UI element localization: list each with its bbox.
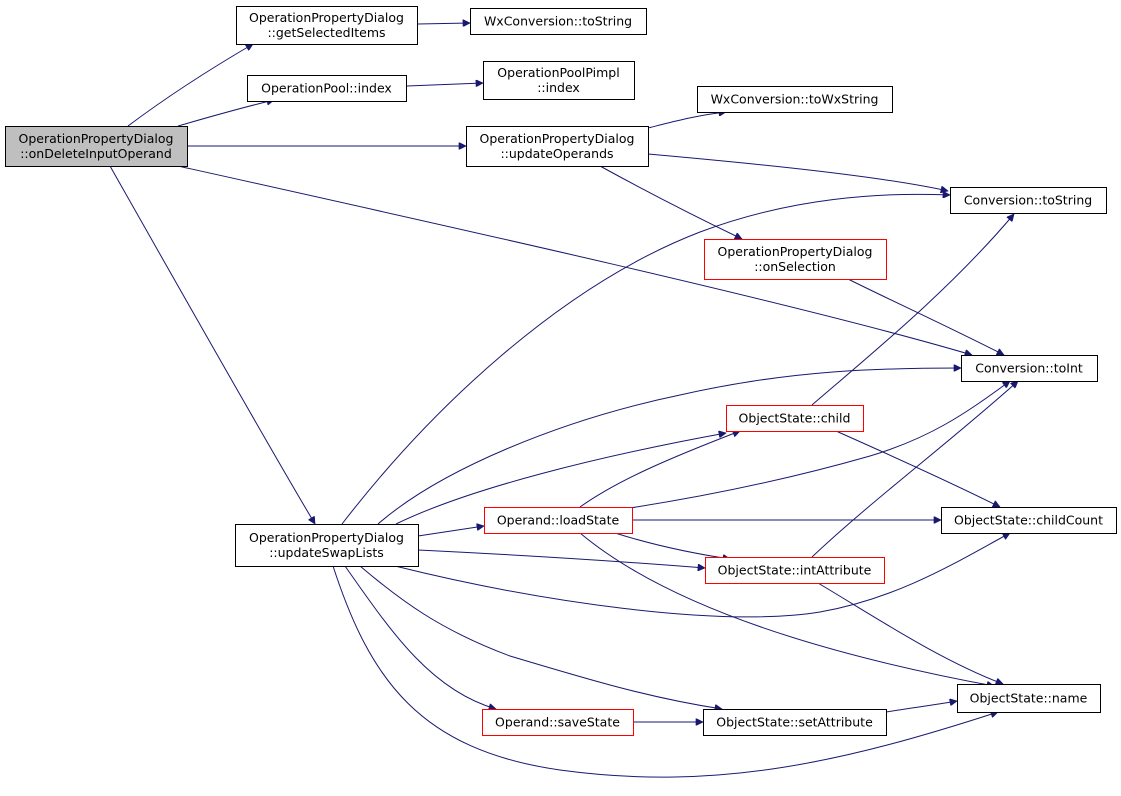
node-label-line: ::index xyxy=(537,80,580,95)
node-label-line: WxConversion::toWxString xyxy=(711,92,879,107)
node-box xyxy=(482,709,634,736)
node-label-line: OperationPropertyDialog xyxy=(249,10,404,25)
edge-loadState-child xyxy=(579,431,740,508)
edge-updateSwapLists-child xyxy=(395,433,726,525)
node-label-line: ObjectState::child xyxy=(739,411,851,426)
edge-updateOperands-onSelection xyxy=(599,165,742,239)
node-convToString[interactable]: Conversion::toString xyxy=(950,187,1107,214)
edge-child-childCount xyxy=(835,430,1000,508)
node-toInt[interactable]: Conversion::toInt xyxy=(961,355,1098,382)
node-child[interactable]: ObjectState::child xyxy=(726,405,864,432)
node-label-line: Operand::saveState xyxy=(495,715,620,730)
edge-root-toInt xyxy=(177,165,972,355)
node-box xyxy=(950,187,1107,214)
node-box xyxy=(705,557,885,584)
node-box xyxy=(703,709,887,736)
node-updateOperands[interactable]: OperationPropertyDialog::updateOperands xyxy=(466,126,649,167)
node-root[interactable]: OperationPropertyDialog::onDeleteInputOp… xyxy=(5,126,188,167)
edge-updateSwapLists-intAttribute xyxy=(417,549,705,568)
node-loadState[interactable]: Operand::loadState xyxy=(484,507,633,534)
node-box xyxy=(483,61,635,100)
node-box xyxy=(941,507,1117,534)
node-pimplIndex[interactable]: OperationPoolPimpl::index xyxy=(483,61,635,100)
node-label-line: WxConversion::toString xyxy=(484,14,632,29)
edge-intAttribute-toInt xyxy=(811,381,1018,558)
edges-layer xyxy=(109,23,1018,778)
edge-updateSwapLists-loadState xyxy=(417,526,484,537)
node-label-line: OperationPropertyDialog xyxy=(249,530,404,545)
node-box xyxy=(697,86,893,113)
edge-updateSwapLists-childCount xyxy=(394,532,1010,618)
edge-updateSwapLists-objName xyxy=(332,565,998,778)
edge-root-poolIndex xyxy=(177,100,274,127)
node-box xyxy=(726,405,864,432)
node-label-line: Conversion::toString xyxy=(964,193,1092,208)
node-getSelectedItems[interactable]: OperationPropertyDialog::getSelectedItem… xyxy=(236,6,418,45)
node-box xyxy=(484,507,633,534)
node-saveState[interactable]: Operand::saveState xyxy=(482,709,634,736)
node-label-line: ObjectState::name xyxy=(970,691,1088,706)
edge-onSelection-toInt xyxy=(847,278,1004,356)
node-label-line: OperationPropertyDialog xyxy=(718,244,873,259)
node-updateSwapLists[interactable]: OperationPropertyDialog::updateSwapLists xyxy=(235,524,419,567)
node-poolIndex[interactable]: OperationPool::index xyxy=(247,75,407,102)
edge-updateOperands-convToString xyxy=(647,153,948,191)
edge-updateSwapLists-toInt xyxy=(377,368,961,525)
node-label-line: Conversion::toInt xyxy=(975,361,1083,376)
node-label-line: ::updateSwapLists xyxy=(269,545,384,560)
edge-loadState-toInt xyxy=(629,381,1010,509)
node-setAttribute[interactable]: ObjectState::setAttribute xyxy=(703,709,887,736)
node-onSelection[interactable]: OperationPropertyDialog::onSelection xyxy=(704,239,887,280)
node-label-line: OperationPool::index xyxy=(261,81,392,96)
node-toWxString[interactable]: WxConversion::toWxString xyxy=(697,86,893,113)
node-label-line: Operand::loadState xyxy=(497,513,620,528)
edge-root-updateSwapLists xyxy=(109,165,316,524)
edge-updateSwapLists-convToString xyxy=(341,194,950,525)
node-label-line: ObjectState::setAttribute xyxy=(716,715,873,730)
node-label-line: ObjectState::childCount xyxy=(954,513,1103,528)
node-label-line: ::onDeleteInputOperand xyxy=(20,146,172,161)
edge-root-getSelectedItems xyxy=(127,43,253,127)
edge-setAttribute-objName xyxy=(885,701,957,713)
node-childCount[interactable]: ObjectState::childCount xyxy=(941,507,1117,534)
node-label-line: ::updateOperands xyxy=(500,146,613,161)
edge-getSelectedItems-wxToString xyxy=(417,23,470,24)
node-box xyxy=(236,6,418,45)
node-label-line: OperationPoolPimpl xyxy=(497,65,619,80)
node-box xyxy=(247,75,407,102)
edge-updateSwapLists-setAttribute xyxy=(359,565,722,709)
node-box xyxy=(235,524,419,567)
edge-poolIndex-pimplIndex xyxy=(406,83,483,86)
node-objName[interactable]: ObjectState::name xyxy=(957,684,1101,713)
node-box xyxy=(470,8,647,35)
edge-loadState-intAttribute xyxy=(614,532,730,559)
node-wxToString[interactable]: WxConversion::toString xyxy=(470,8,647,35)
node-box xyxy=(466,126,649,167)
node-label-line: ObjectState::intAttribute xyxy=(718,563,872,578)
edge-updateOperands-toWxString xyxy=(647,112,726,129)
node-label-line: OperationPropertyDialog xyxy=(19,131,174,146)
edge-updateSwapLists-saveState xyxy=(344,565,496,709)
node-box xyxy=(957,684,1101,713)
node-intAttribute[interactable]: ObjectState::intAttribute xyxy=(705,557,885,584)
node-box xyxy=(961,355,1098,382)
edge-child-convToString xyxy=(811,214,1014,406)
node-box xyxy=(5,126,188,167)
node-label-line: OperationPropertyDialog xyxy=(480,131,635,146)
node-label-line: ::onSelection xyxy=(754,259,836,274)
node-box xyxy=(704,239,887,280)
edge-loadState-objName xyxy=(579,532,994,686)
edge-intAttribute-objName xyxy=(817,582,1003,684)
node-label-line: ::getSelectedItems xyxy=(267,25,385,40)
nodes-layer: OperationPropertyDialog::onDeleteInputOp… xyxy=(5,6,1117,736)
